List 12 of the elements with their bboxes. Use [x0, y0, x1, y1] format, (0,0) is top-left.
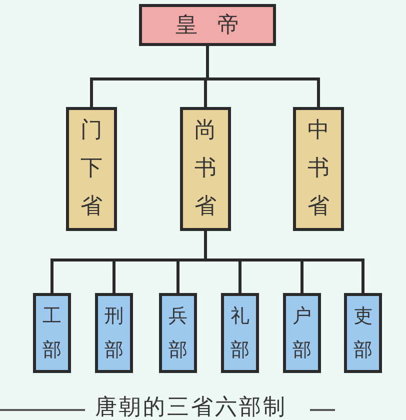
ministry-box: 礼部 — [221, 293, 259, 373]
ministry-box: 吏部 — [344, 293, 382, 373]
ministry-box: 兵部 — [159, 293, 197, 373]
caption: 唐朝的三省六部制 — [95, 394, 287, 420]
department-box: 中书省 — [293, 107, 344, 231]
ministry-box: 刑部 — [95, 293, 133, 373]
ministry-box: 工部 — [33, 293, 71, 373]
ministry-box: 户部 — [283, 293, 321, 373]
connector-line — [206, 46, 320, 107]
emperor-box: 皇帝 — [139, 4, 276, 46]
department-box: 尚书省 — [180, 107, 231, 231]
department-box: 门下省 — [66, 107, 117, 231]
